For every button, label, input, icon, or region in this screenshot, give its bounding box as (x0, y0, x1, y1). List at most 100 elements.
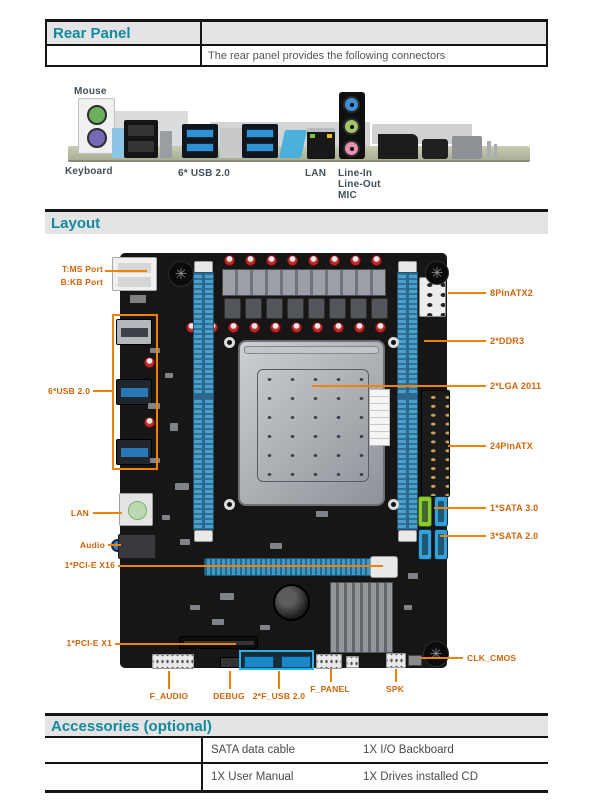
rear-port (422, 139, 448, 159)
callout-ms-port-label: T:MS Port (62, 264, 103, 274)
vrm-choke (371, 298, 388, 319)
layout-section-header: Layout (45, 209, 548, 234)
accessory-item: 1X Drives installed CD (363, 771, 479, 783)
mic-label: MIC (338, 190, 357, 201)
vrm-choke (287, 298, 304, 319)
capacitor (333, 322, 344, 333)
capacitor (144, 357, 155, 368)
pcie-x16-slot (204, 558, 390, 576)
pcie-retention-clip (370, 556, 398, 578)
line-out-jack (343, 118, 360, 135)
sata2-port (434, 529, 448, 560)
capacitor (224, 255, 235, 266)
capacitor (308, 255, 319, 266)
callout-sata3-line (434, 507, 486, 509)
callout-f-panel-label: F_PANEL (310, 684, 350, 694)
ps2-bracket (78, 98, 115, 154)
accessories-section: Accessories (optional) SATA data cable 1… (45, 713, 548, 793)
capacitor (375, 322, 386, 333)
vrm-heatsink (222, 269, 386, 296)
accessories-empty-cell (45, 764, 203, 790)
accessories-row-2: 1X User Manual 1X Drives installed CD (45, 764, 548, 790)
atx24-power-connector (421, 390, 450, 497)
ddr-clip (398, 530, 417, 542)
lan-connector (119, 493, 153, 526)
round-component (423, 641, 449, 667)
capacitor (266, 255, 277, 266)
mic-jack (343, 140, 360, 157)
callout-usb-bracket (112, 314, 158, 470)
usb-port-shroud (112, 128, 124, 158)
usb3-port-top (116, 319, 152, 345)
callout-spk-line (395, 669, 397, 682)
spk-header (386, 653, 406, 668)
rear-usb-ports-1 (182, 124, 218, 158)
lan-label: LAN (305, 168, 327, 179)
mounting-hole (224, 499, 235, 510)
callout-debug-label: DEBUG (213, 691, 245, 701)
usb3-port-mid (116, 379, 152, 405)
accessories-header: Accessories (optional) (45, 713, 548, 738)
callout-usb-label: 6*USB 2.0 (48, 386, 90, 396)
capacitor (228, 322, 239, 333)
mounting-hole (224, 337, 235, 348)
rear-panel-description-row: The rear panel provides the following co… (47, 46, 546, 65)
callout-ms-kb-line (105, 270, 147, 272)
keyboard-label: Keyboard (65, 166, 113, 177)
f-usb-headers (239, 650, 314, 670)
rear-panel-figure: Mouse (60, 86, 550, 208)
vrm-choke (266, 298, 283, 319)
chipset-heatsink (330, 582, 393, 653)
capacitor (249, 322, 260, 333)
capacitor (287, 255, 298, 266)
callout-spk-label: SPK (385, 684, 405, 694)
motherboard-figure (111, 253, 450, 670)
callout-kb-port-label: B:KB Port (60, 277, 103, 287)
callout-ddr3-label: 2*DDR3 (490, 336, 525, 346)
callout-f-audio-line (168, 671, 170, 689)
capacitor (270, 322, 281, 333)
accessories-row-1: SATA data cable 1X I/O Backboard (45, 738, 548, 764)
capacitor (350, 255, 361, 266)
callout-lga-label: 2*LGA 2011 (490, 381, 542, 391)
callout-atx8-label: 8PinATX2 (490, 288, 533, 298)
f-panel-header (316, 654, 342, 669)
callout-atx24-label: 24PinATX (490, 441, 533, 451)
callout-debug-line (229, 671, 231, 689)
ps2-mouse-port (87, 105, 107, 125)
rear-panel-description: The rear panel provides the following co… (208, 49, 446, 62)
cmos-battery (273, 584, 310, 621)
capacitor (144, 417, 155, 428)
capacitor (371, 255, 382, 266)
layout-title: Layout (51, 214, 101, 232)
rear-panel-section-header: Rear Panel The rear panel provides the f… (45, 19, 548, 67)
vrm-choke (308, 298, 325, 319)
serial-sticker (369, 389, 390, 446)
ddr3-slot-left (193, 272, 214, 530)
vrm-choke (350, 298, 367, 319)
debug-header (220, 657, 242, 668)
capacitor (245, 255, 256, 266)
vrm-choke (329, 298, 346, 319)
callout-usb-line (93, 390, 112, 392)
rear-panel-header-empty-cell (202, 22, 546, 44)
usb-label: 6* USB 2.0 (178, 168, 231, 179)
rear-panel-header-row: Rear Panel (47, 22, 546, 46)
round-component (425, 261, 449, 285)
rear-pin (487, 141, 491, 158)
callout-clk-cmos-line (421, 657, 463, 659)
capacitor (354, 322, 365, 333)
mounting-hole (388, 499, 399, 510)
audio-connector (118, 534, 156, 559)
ps2-connector (112, 257, 157, 291)
accessory-item: 1X User Manual (211, 771, 294, 783)
accessories-title: Accessories (optional) (51, 717, 212, 735)
line-in-jack (343, 96, 360, 113)
rear-audio-bracket (339, 92, 365, 159)
accessories-empty-cell (45, 738, 203, 762)
callout-pcie-x1-line (115, 643, 236, 645)
rear-standoff (160, 131, 172, 158)
rear-panel-title: Rear Panel (53, 24, 131, 42)
cpu-socket-cover (257, 369, 369, 482)
